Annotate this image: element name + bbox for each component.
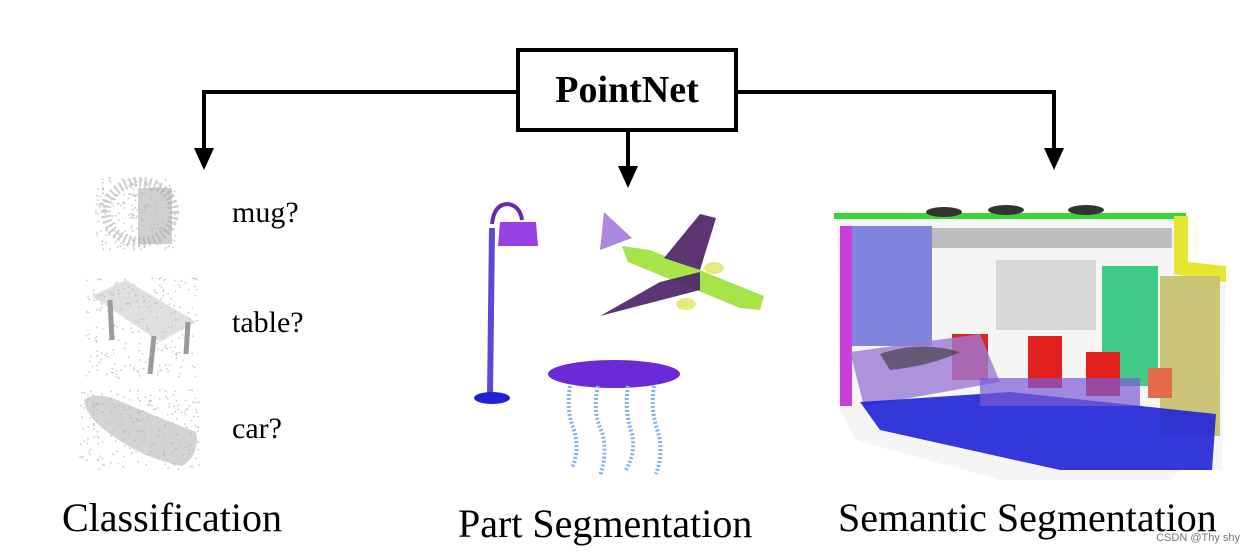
arrow-head-classification bbox=[194, 148, 214, 170]
classification-query-mug: mug? bbox=[232, 196, 299, 229]
airplane-point-cloud-icon bbox=[600, 212, 764, 316]
pointnet-box: PointNet bbox=[516, 48, 738, 132]
arrow-head-semantic-segmentation bbox=[1044, 148, 1064, 170]
connector-lines bbox=[202, 90, 1056, 170]
classification-query-table: table? bbox=[232, 306, 304, 339]
part-segmentation-caption: Part Segmentation bbox=[458, 501, 753, 546]
table-point-cloud-icon bbox=[548, 360, 680, 477]
lamp-point-cloud-icon bbox=[474, 201, 538, 404]
connector-to-classification bbox=[202, 90, 516, 150]
watermark: CSDN @Thy shy bbox=[1156, 532, 1240, 544]
car-point-cloud-icon bbox=[79, 389, 200, 470]
room-scene-point-cloud-icon bbox=[834, 205, 1226, 480]
classification-query-car: car? bbox=[232, 412, 282, 445]
connector-to-semantic-segmentation bbox=[738, 90, 1056, 150]
classification-caption: Classification bbox=[62, 495, 282, 540]
semantic-segmentation-caption: Semantic Segmentation bbox=[838, 495, 1217, 540]
mug-point-cloud-icon bbox=[95, 177, 179, 251]
arrow-head-part-segmentation bbox=[618, 166, 638, 188]
pointnet-label: PointNet bbox=[555, 69, 699, 111]
arrow-heads bbox=[194, 148, 1064, 188]
table-point-cloud-icon bbox=[85, 277, 199, 379]
